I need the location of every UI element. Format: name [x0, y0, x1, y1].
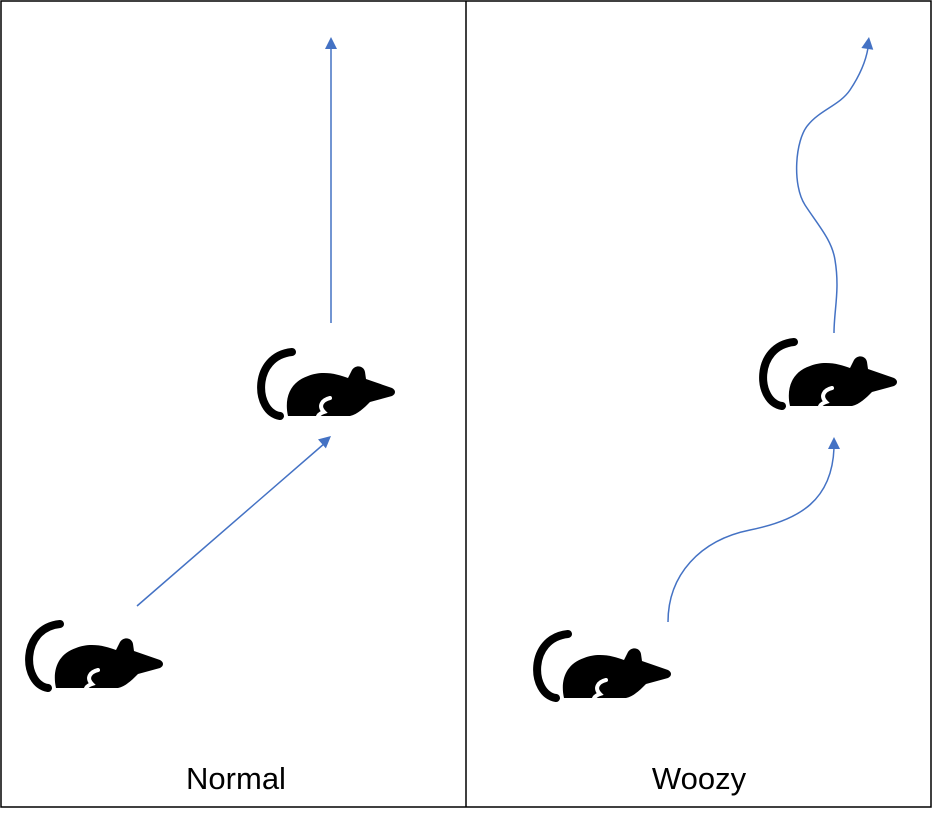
arrowhead-icon — [861, 36, 875, 50]
woozy-path-lower — [667, 447, 835, 623]
panel-woozy: Woozy — [537, 36, 897, 796]
panel-normal: Normal — [29, 37, 395, 796]
arrowhead-icon — [828, 437, 840, 449]
arrowhead-icon — [318, 431, 335, 449]
woozy-path-upper — [795, 47, 869, 334]
mouse-icon — [763, 342, 897, 408]
mouse-icon — [29, 624, 163, 690]
arrowhead-icon — [325, 37, 337, 49]
panel-label-woozy: Woozy — [652, 761, 747, 796]
mouse-icon — [537, 634, 671, 700]
panel-label-normal: Normal — [186, 761, 286, 796]
normal-path-diagonal — [136, 442, 326, 607]
mouse-icon — [261, 352, 395, 418]
